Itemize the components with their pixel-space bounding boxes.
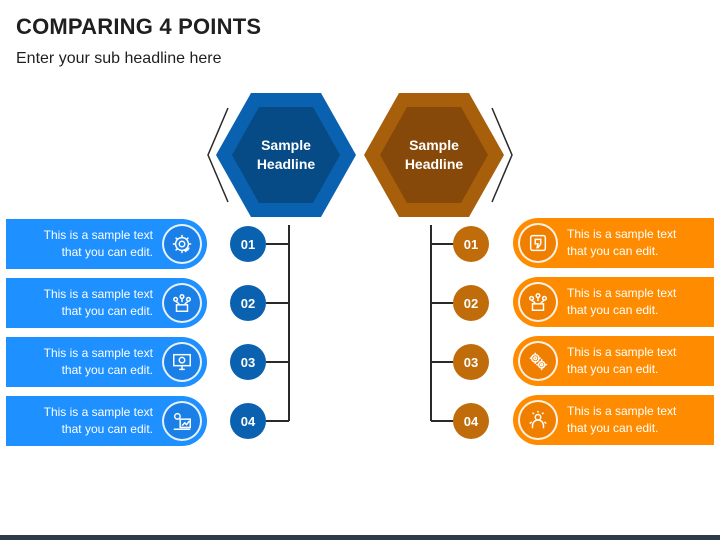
left-card-4: This is a sample text that you can edit. [6, 396, 207, 446]
right-card-4: This is a sample text that you can edit. [513, 395, 714, 445]
left-number-4: 04 [230, 403, 266, 439]
team-network-icon [162, 283, 202, 323]
left-card-1-text: This is a sample text that you can edit. [44, 227, 153, 261]
right-card-3-text: This is a sample text that you can edit. [567, 344, 676, 378]
left-number-3: 03 [230, 344, 266, 380]
right-card-1-line-2: that you can edit. [567, 244, 659, 258]
team-network-icon [518, 282, 558, 322]
left-card-1: This is a sample text that you can edit. [6, 219, 207, 269]
right-card-3: This is a sample text that you can edit. [513, 336, 714, 386]
left-card-4-text: This is a sample text that you can edit. [44, 404, 153, 438]
left-card-4-line-1: This is a sample text [43, 405, 153, 419]
left-chevron [207, 107, 229, 203]
right-headline: Sample Headline [379, 136, 489, 174]
left-hexagon-inner [232, 107, 340, 203]
right-number-4: 04 [453, 403, 489, 439]
left-card-1-line-1: This is a sample text [43, 228, 153, 242]
footer-bar [0, 535, 720, 540]
left-card-2-line-2: that you can edit. [61, 304, 153, 318]
monitor-analytics-icon [162, 342, 202, 382]
left-card-2-line-1: This is a sample text [43, 287, 153, 301]
right-card-3-line-2: that you can edit. [567, 362, 659, 376]
right-card-1: This is a sample text that you can edit. [513, 218, 714, 268]
page-subtitle: Enter your sub headline here [16, 50, 222, 67]
right-number-1: 01 [453, 226, 489, 262]
right-card-2-text: This is a sample text that you can edit. [567, 285, 676, 319]
right-card-1-text: This is a sample text that you can edit. [567, 226, 676, 260]
right-hexagon-inner [380, 107, 488, 203]
right-card-3-line-1: This is a sample text [567, 345, 677, 359]
left-card-3-text: This is a sample text that you can edit. [44, 345, 153, 379]
left-card-1-line-2: that you can edit. [61, 245, 153, 259]
gears-icon [518, 341, 558, 381]
right-chevron [491, 107, 513, 203]
left-card-3-line-1: This is a sample text [43, 346, 153, 360]
person-idea-icon [518, 400, 558, 440]
right-card-2-line-2: that you can edit. [567, 303, 659, 317]
left-card-3: This is a sample text that you can edit. [6, 337, 207, 387]
left-headline-line-1: Sample [261, 137, 311, 153]
right-card-4-line-2: that you can edit. [567, 421, 659, 435]
right-number-3: 03 [453, 344, 489, 380]
right-card-4-line-1: This is a sample text [567, 404, 677, 418]
right-headline-line-2: Headline [404, 156, 464, 172]
right-number-2: 02 [453, 285, 489, 321]
right-card-2-line-1: This is a sample text [567, 286, 677, 300]
finance-chart-icon [162, 401, 202, 441]
gear-check-icon [162, 224, 202, 264]
right-card-4-text: This is a sample text that you can edit. [567, 403, 676, 437]
left-headline: Sample Headline [231, 136, 341, 174]
left-headline-line-2: Headline [256, 156, 316, 172]
left-card-2-text: This is a sample text that you can edit. [44, 286, 153, 320]
left-number-2: 02 [230, 285, 266, 321]
left-number-1: 01 [230, 226, 266, 262]
thumbs-down-icon [518, 223, 558, 263]
right-card-1-line-1: This is a sample text [567, 227, 677, 241]
page-title: COMPARING 4 POINTS [16, 14, 262, 39]
right-headline-line-1: Sample [409, 137, 459, 153]
left-card-3-line-2: that you can edit. [61, 363, 153, 377]
right-card-2: This is a sample text that you can edit. [513, 277, 714, 327]
left-card-4-line-2: that you can edit. [61, 422, 153, 436]
left-card-2: This is a sample text that you can edit. [6, 278, 207, 328]
